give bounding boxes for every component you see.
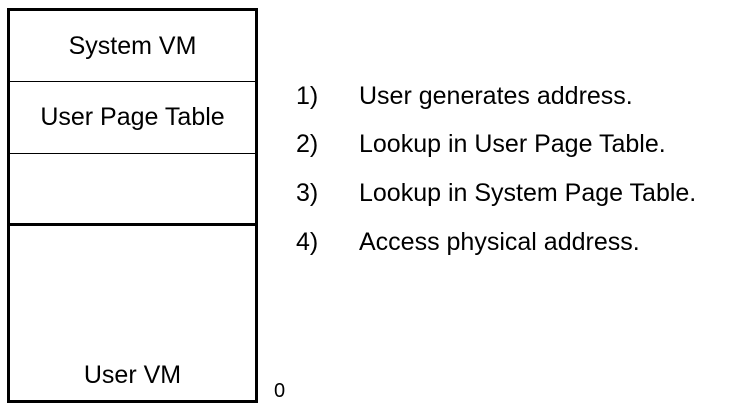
region-label-user-vm: User VM xyxy=(83,361,182,389)
region-system-vm: System VM xyxy=(10,11,255,82)
step-1: 1) User generates address. xyxy=(296,84,736,109)
step-text: Lookup in User Page Table. xyxy=(359,130,666,158)
region-user-page-table: User Page Table xyxy=(10,82,255,154)
step-text: Access physical address. xyxy=(359,228,640,256)
region-label-system-vm: System VM xyxy=(68,31,197,60)
step-4: 4) Access physical address. xyxy=(296,230,736,255)
base-address-label: 0 xyxy=(274,380,286,402)
memory-layout-diagram: System VM User Page Table User VM xyxy=(7,8,258,403)
region-user-vm: User VM xyxy=(10,226,255,400)
step-number: 2) xyxy=(296,130,319,158)
step-3: 3) Lookup in System Page Table. xyxy=(296,181,736,206)
region-unlabeled xyxy=(10,154,255,226)
step-text: User generates address. xyxy=(359,82,633,110)
step-number: 1) xyxy=(296,82,319,110)
step-2: 2) Lookup in User Page Table. xyxy=(296,132,736,157)
region-label-user-page-table: User Page Table xyxy=(40,103,225,131)
step-text: Lookup in System Page Table. xyxy=(359,179,697,207)
step-number: 3) xyxy=(296,179,319,207)
step-number: 4) xyxy=(296,228,319,256)
